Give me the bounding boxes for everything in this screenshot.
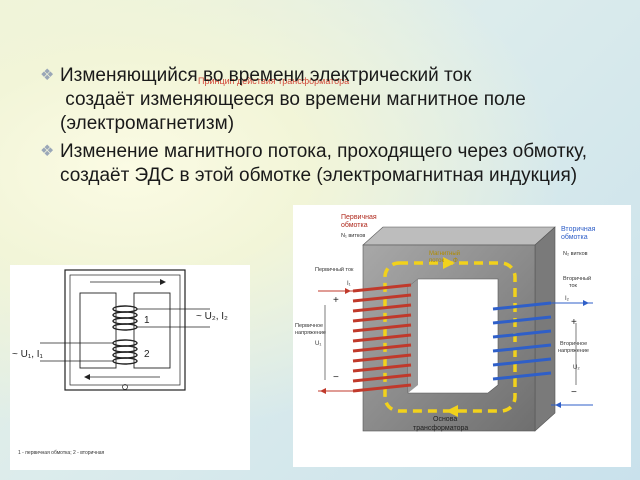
primary-turns-label: N₁ витков: [341, 233, 365, 239]
transformer-schematic: 1 2 ~ U₂, I₂ ~ U₁, I₁: [10, 265, 250, 470]
secondary-coil: [492, 301, 552, 381]
primary-coil: [352, 283, 412, 393]
secondary-turns-label: N₂ витков: [563, 251, 588, 257]
primary-minus: −: [333, 372, 339, 383]
schematic-caption: 1 - первичная обмотка; 2 - вторичная: [18, 450, 105, 456]
secondary-plus: +: [571, 317, 577, 328]
output-label: ~ U₂, I₂: [196, 311, 228, 322]
input-label: ~ U₁, I₁: [12, 349, 44, 360]
primary-voltage-symbol: U₁: [315, 341, 321, 347]
primary-current-symbol: I₁: [347, 281, 351, 287]
winding-1-label: 1: [144, 315, 150, 326]
bullet-item-electromagnetism: ❖ Изменяющийся во времени электрический …: [40, 64, 610, 136]
primary-plus: +: [333, 295, 339, 306]
schematic-drawing: 1 2 ~ U₂, I₂ ~ U₁, I₁: [12, 269, 228, 391]
bullet-text: Изменение магнитного потока, проходящего…: [60, 141, 593, 186]
bullet-item-induction: ❖ Изменение магнитного потока, проходяще…: [40, 140, 610, 188]
winding-2-label: 2: [144, 349, 150, 360]
core-top: [362, 226, 556, 246]
bullet-list: ❖ Изменяющийся во времени электрический …: [40, 64, 610, 192]
flux-symbol: Φ: [453, 258, 458, 264]
slide-title: Принцип действия трансформатора: [198, 76, 350, 86]
bullet-text: Изменяющийся во времени электрический то…: [60, 65, 526, 134]
bullet-icon: ❖: [40, 67, 55, 84]
secondary-current-symbol: I₂: [565, 296, 570, 302]
primary-current-label: Первичный ток: [315, 266, 354, 273]
secondary-voltage-symbol: U₂: [573, 365, 580, 371]
secondary-minus: −: [571, 387, 577, 398]
bullet-icon: ❖: [40, 143, 55, 160]
